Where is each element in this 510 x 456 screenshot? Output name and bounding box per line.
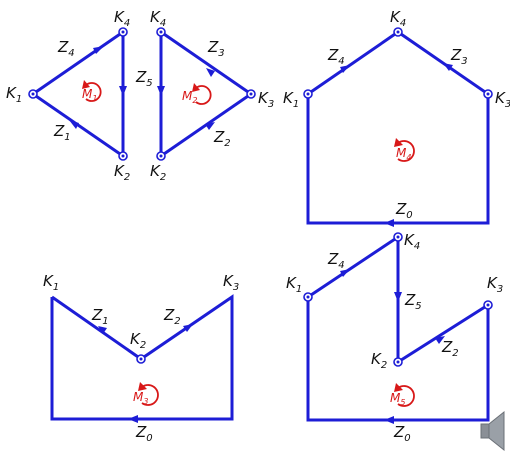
arrow-z5 bbox=[119, 86, 127, 96]
label-k1-m3: K1 bbox=[43, 272, 59, 293]
branch-z3-right bbox=[160, 30, 252, 96]
arrow-z3-right bbox=[206, 68, 215, 77]
speaker-icon[interactable] bbox=[472, 410, 508, 452]
node-dot bbox=[31, 92, 35, 96]
label-z3-right: Z3 bbox=[207, 38, 225, 59]
label-k3-right: K3 bbox=[258, 89, 274, 110]
mesh-label-m4: M4 bbox=[396, 146, 411, 162]
label-z2-m5: Z2 bbox=[441, 338, 459, 359]
node-dot bbox=[396, 235, 400, 239]
label-k2-m3: K2 bbox=[130, 330, 146, 351]
label-z2-right: Z2 bbox=[213, 128, 231, 149]
label-z3-m4: Z3 bbox=[450, 46, 468, 67]
mesh-arrow-m4 bbox=[394, 138, 415, 162]
label-k2-left: K2 bbox=[114, 162, 130, 183]
mesh-arrow-m2 bbox=[192, 83, 212, 105]
node-dot bbox=[159, 30, 163, 34]
arrow-z4-m5 bbox=[340, 269, 350, 277]
label-k1-m4: K1 bbox=[283, 89, 299, 110]
mesh-arrow-m5 bbox=[394, 383, 415, 407]
label-z0-m5: Z0 bbox=[393, 423, 411, 444]
label-k1-m5: K1 bbox=[286, 274, 302, 295]
label-k2-right: K2 bbox=[150, 162, 166, 183]
label-z5-right: Z5 bbox=[135, 68, 153, 89]
arrow-z5-m5 bbox=[394, 292, 402, 302]
node-dot bbox=[396, 30, 400, 34]
arrow-z0-m5 bbox=[384, 416, 394, 424]
node-dot bbox=[306, 295, 310, 299]
label-z5-m5: Z5 bbox=[404, 291, 422, 312]
panel-mesh-1: M1 Z4 Z1 K1 K4 K2 bbox=[6, 8, 130, 183]
loop-m3-wire bbox=[50, 294, 234, 421]
arrow-z3-m4 bbox=[443, 63, 453, 71]
label-k2-m5: K2 bbox=[371, 350, 387, 371]
arrow-z1-m3 bbox=[98, 326, 107, 334]
label-k1-left: K1 bbox=[6, 84, 22, 105]
arrow-z2-m3 bbox=[183, 324, 193, 332]
node-dot bbox=[486, 303, 490, 307]
mesh-label-m2: M2 bbox=[182, 89, 197, 105]
label-z0-m4: Z0 bbox=[395, 200, 413, 221]
loop-m4-wire bbox=[306, 30, 490, 225]
node-dot bbox=[249, 92, 253, 96]
label-k3-m5: K3 bbox=[487, 274, 503, 295]
mesh-arrow-m1 bbox=[82, 80, 102, 102]
arrow-z2-right bbox=[205, 122, 215, 130]
label-z4-left: Z4 bbox=[57, 38, 75, 59]
arrow-z0-m3 bbox=[128, 415, 138, 423]
mesh-label-m5: M5 bbox=[390, 391, 405, 407]
node-dot bbox=[121, 30, 125, 34]
arrow-z1 bbox=[69, 120, 79, 129]
node-dot bbox=[139, 357, 143, 361]
panel-mesh-2: M2 Z5 Z3 Z2 K4 K2 K3 bbox=[135, 8, 274, 183]
label-z1-m3: Z1 bbox=[91, 306, 109, 327]
panel-mesh-3: M3 Z1 Z2 Z0 K1 K2 K3 bbox=[43, 272, 239, 444]
label-z1-left: Z1 bbox=[53, 122, 71, 143]
panel-mesh-4: M4 Z4 Z3 Z0 K1 K4 K3 bbox=[283, 8, 510, 227]
node-dot bbox=[306, 92, 310, 96]
arrow-z2-m5 bbox=[435, 336, 445, 344]
arrow-z4-m4 bbox=[340, 65, 350, 73]
arrow-z5-right bbox=[157, 86, 165, 96]
mesh-label-m1: M1 bbox=[82, 87, 97, 103]
label-k4-m4: K4 bbox=[390, 8, 406, 29]
label-z2-m3: Z2 bbox=[163, 306, 181, 327]
label-k4-right: K4 bbox=[150, 8, 166, 29]
label-k3-m3: K3 bbox=[223, 272, 239, 293]
node-dot bbox=[486, 92, 490, 96]
label-k4-m5: K4 bbox=[404, 231, 420, 252]
node-dot bbox=[396, 360, 400, 364]
label-k4-left: K4 bbox=[114, 8, 130, 29]
mesh-arrow-m3 bbox=[138, 382, 159, 406]
arrow-z0-m4 bbox=[384, 219, 394, 227]
node-dot bbox=[121, 154, 125, 158]
label-z4-m5: Z4 bbox=[327, 250, 345, 271]
arrow-z4 bbox=[93, 46, 104, 54]
label-z0-m3: Z0 bbox=[135, 423, 153, 444]
panel-mesh-5: M5 Z4 Z5 Z2 Z0 K1 K4 K2 K3 bbox=[286, 231, 503, 444]
label-z4-m4: Z4 bbox=[327, 46, 345, 67]
branch-z4-left bbox=[32, 30, 124, 96]
mesh-label-m3: M3 bbox=[133, 390, 148, 406]
label-k3-m4: K3 bbox=[495, 89, 510, 110]
node-dot bbox=[159, 154, 163, 158]
